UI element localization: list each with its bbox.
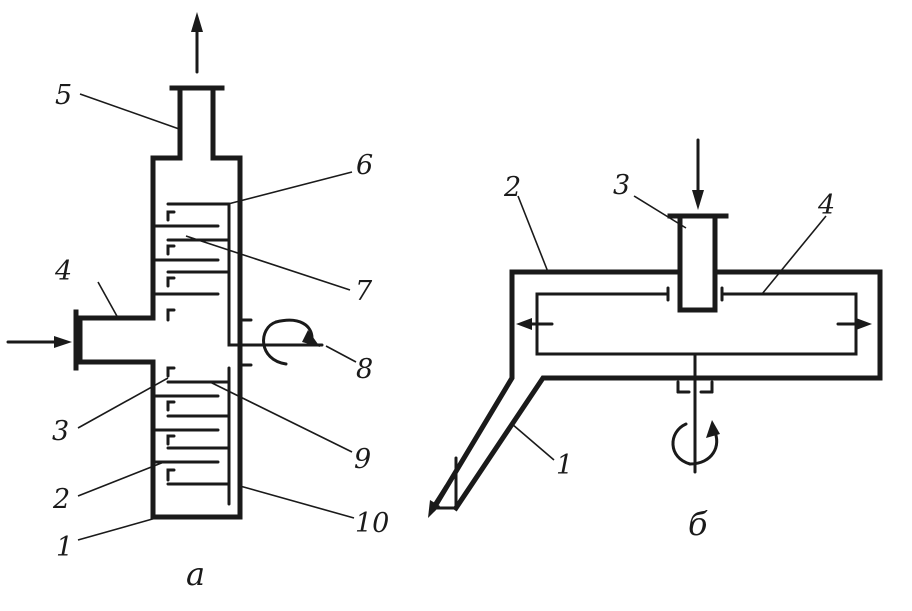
- caption-a: а: [186, 555, 205, 593]
- rotor-rotation-arrow: [671, 420, 720, 466]
- label-a-7: 7: [355, 276, 373, 307]
- label-a-8: 8: [356, 354, 373, 385]
- chamber-outline: [430, 269, 683, 512]
- chamber-outline-right: [452, 269, 883, 512]
- rotor-shaft: [676, 352, 714, 474]
- label-a-1: 1: [56, 532, 73, 563]
- inlet-arrow: [6, 336, 72, 348]
- rotor-disc: [535, 292, 858, 356]
- shaft-seal: [238, 318, 253, 367]
- label-a-6: 6: [356, 150, 373, 181]
- label-a-10: 10: [355, 508, 389, 539]
- upper-disc-stack: [151, 202, 231, 322]
- right-outflow-arrow: [836, 318, 872, 330]
- label-b-4: 4: [817, 190, 835, 221]
- label-b-2: 2: [503, 172, 521, 203]
- outlet-arrow: [191, 12, 203, 74]
- lower-disc-stack: [151, 366, 231, 486]
- caption-b: б: [688, 505, 708, 543]
- left-outflow-arrow: [516, 318, 554, 330]
- figure-a: 5 4 3 2 1 6 7 8 9 10 а: [6, 12, 389, 593]
- label-a-2: 2: [52, 484, 70, 515]
- central-shaft: [227, 202, 324, 506]
- figure-b-leader-lines: [511, 195, 827, 461]
- figure-a-leader-lines: [77, 93, 357, 541]
- feed-pipe: [677, 213, 718, 313]
- column-vessel-outline: [77, 85, 243, 520]
- label-a-9: 9: [354, 444, 371, 475]
- label-a-3: 3: [52, 416, 69, 447]
- figure-b: 2 3 4 1 б: [428, 138, 883, 543]
- discharge-arrow: [428, 484, 448, 518]
- label-a-5: 5: [55, 80, 72, 111]
- label-b-3: 3: [613, 170, 630, 201]
- label-b-1: 1: [556, 450, 573, 481]
- label-a-4: 4: [54, 256, 72, 287]
- shaft-rotation-arrow: [262, 318, 320, 366]
- feed-arrow: [692, 138, 704, 210]
